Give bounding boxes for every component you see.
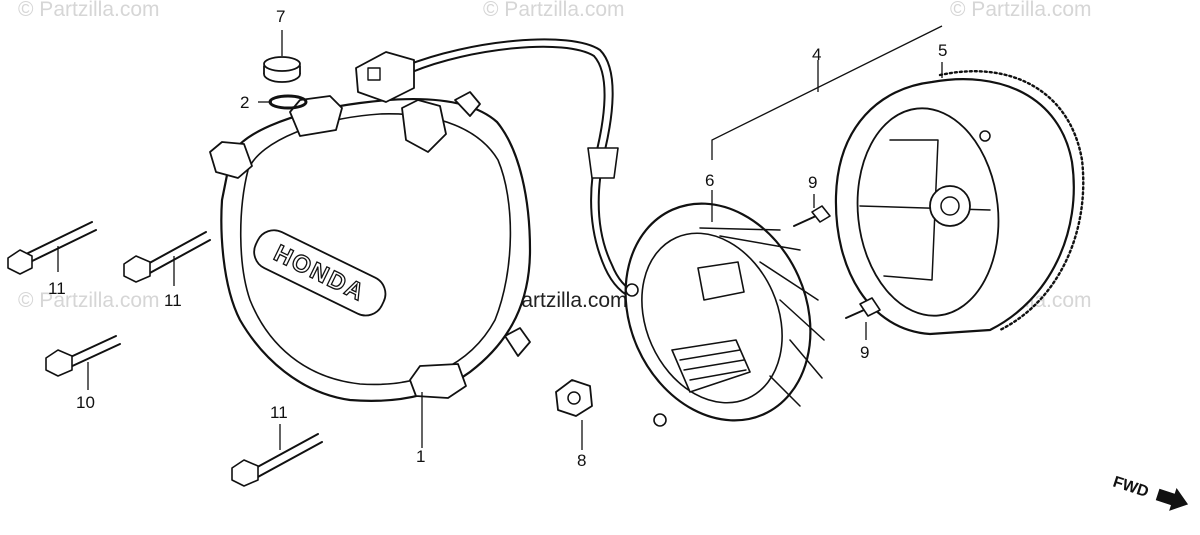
bolt-11-upper-left <box>7 221 97 275</box>
callout-11-lower: 11 <box>270 403 288 422</box>
bolt-11-lower <box>231 433 323 487</box>
oil-filler-cap <box>263 56 301 83</box>
fwd-arrow-icon <box>1155 488 1189 511</box>
callout-6: 6 <box>705 171 714 190</box>
fwd-label: FWD <box>1111 474 1151 501</box>
forward-direction-indicator: FWD <box>1111 474 1189 511</box>
callout-2: 2 <box>240 93 249 112</box>
callout-4: 4 <box>812 45 821 64</box>
flywheel-rotor <box>834 70 1085 336</box>
callout-8: 8 <box>577 451 586 470</box>
callout-7: 7 <box>276 7 285 26</box>
stator-assembly <box>624 202 825 427</box>
watermark-top-left: © Partzilla.com <box>18 0 160 21</box>
bolt-10 <box>45 335 121 377</box>
callout-5: 5 <box>938 41 947 60</box>
watermark-mid-left: © Partzilla.com <box>18 289 160 312</box>
nut-8 <box>555 379 593 417</box>
callout-10: 10 <box>76 393 95 412</box>
left-crankcase-cover: HONDA <box>209 91 532 402</box>
callout-9-upper: 9 <box>808 173 817 192</box>
callout-9-lower: 9 <box>860 343 869 362</box>
bolt-11-upper-middle <box>123 231 211 283</box>
wiring-harness <box>355 38 641 301</box>
watermark-top-right: © Partzilla.com <box>950 0 1092 21</box>
screw-9-lower <box>845 297 881 319</box>
leader-lines <box>57 25 943 450</box>
screw-9-upper <box>793 205 831 227</box>
callout-1: 1 <box>416 447 425 466</box>
callout-11-middle: 11 <box>164 291 182 310</box>
watermark-top-center: © Partzilla.com <box>483 0 625 21</box>
callout-11-left: 11 <box>48 279 66 298</box>
